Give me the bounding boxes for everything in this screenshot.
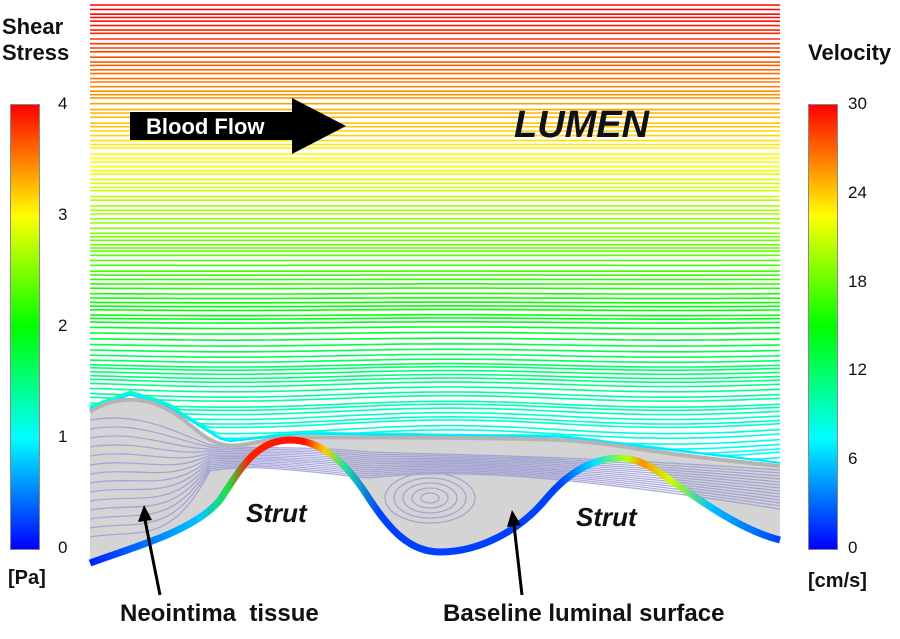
streamline [90,308,780,312]
streamline [89,390,781,408]
colorbar-tick: 4 [58,94,68,113]
streamline [89,373,781,380]
streamline [89,391,781,416]
baseline-label: Baseline luminal surface [443,600,725,627]
vortex-streamline [420,492,440,504]
streamline [89,301,780,304]
recirculation-streamline [89,465,781,529]
streamline [89,337,781,341]
strut-label-2: Strut [576,502,637,532]
streamline [89,391,781,412]
baseline-pointer-arrow [512,524,524,596]
neointima-region [90,399,780,563]
colorbar-tick: 18 [848,271,867,291]
streamline [89,381,781,388]
streamline [89,297,780,300]
streamline [89,353,781,358]
velocity-title: Velocity [808,40,892,65]
velocity-colorbar [808,104,838,550]
baseline-pointer-arrowhead [507,510,521,527]
recirculation-streamline [89,463,781,520]
streamline [89,313,781,317]
streamline [89,305,780,308]
lumen-label: LUMEN [514,104,650,146]
streamline [89,343,781,347]
shear-stress-unit: [Pa] [8,567,46,589]
neointima-surface-line [88,397,781,468]
colorbar-tick: 0 [848,538,858,557]
colorbar-tick: 12 [848,360,867,380]
streamline [89,391,781,425]
recirculation-streamline [89,426,781,474]
neointima-pointer-arrow [143,519,162,596]
strut-label-1: Strut [246,498,307,528]
recirculation-streamline [89,417,781,471]
colorbar-tick: 0 [58,538,68,557]
streamline [89,321,781,324]
baseline-luminal-surface [88,436,781,567]
blood-flow-arrow [130,98,346,154]
streamline [89,394,781,464]
colorbar-tick: 2 [58,316,68,335]
colorbar-tick: 6 [848,449,858,469]
vortex-streamline [393,477,467,519]
velocity-streamlines [89,4,781,464]
shear-title-line2: Stress [2,40,70,65]
streamline [89,391,781,429]
streamline [89,391,781,398]
vortex-streamline [402,482,458,514]
streamline [89,331,781,335]
streamline [89,358,781,363]
neointima-label: Neointima tissue [120,600,319,627]
recirculation-streamline [89,444,781,480]
streamline [89,377,781,383]
vortex-streamline [384,472,476,524]
streamline [89,391,781,421]
colorbar-tick: 24 [848,182,867,202]
shear-stress-colorbar [10,104,40,550]
colorbar-tick: 1 [58,427,68,446]
colorbar-tick: 3 [58,205,68,224]
recirculation-streamline [89,435,781,477]
streamline [89,369,781,376]
recirculation-streamline [89,467,781,538]
streamline [89,326,781,330]
shear-stress-title: Shear Stress [2,14,69,66]
neointima-pointer-arrowhead [138,505,152,522]
streamline [90,317,781,320]
velocity-unit: [cm/s] [808,570,867,592]
shear-title-line1: Shear [2,14,64,39]
blood-flow-label: Blood Flow [146,114,265,139]
colorbar-tick: 30 [848,94,867,113]
vortex-streamline [411,487,449,509]
streamline [89,362,781,368]
recirculation-streamline [89,462,781,511]
streamline [89,386,781,393]
streamline [89,348,781,353]
streamline [89,390,781,402]
streamline [89,365,781,371]
